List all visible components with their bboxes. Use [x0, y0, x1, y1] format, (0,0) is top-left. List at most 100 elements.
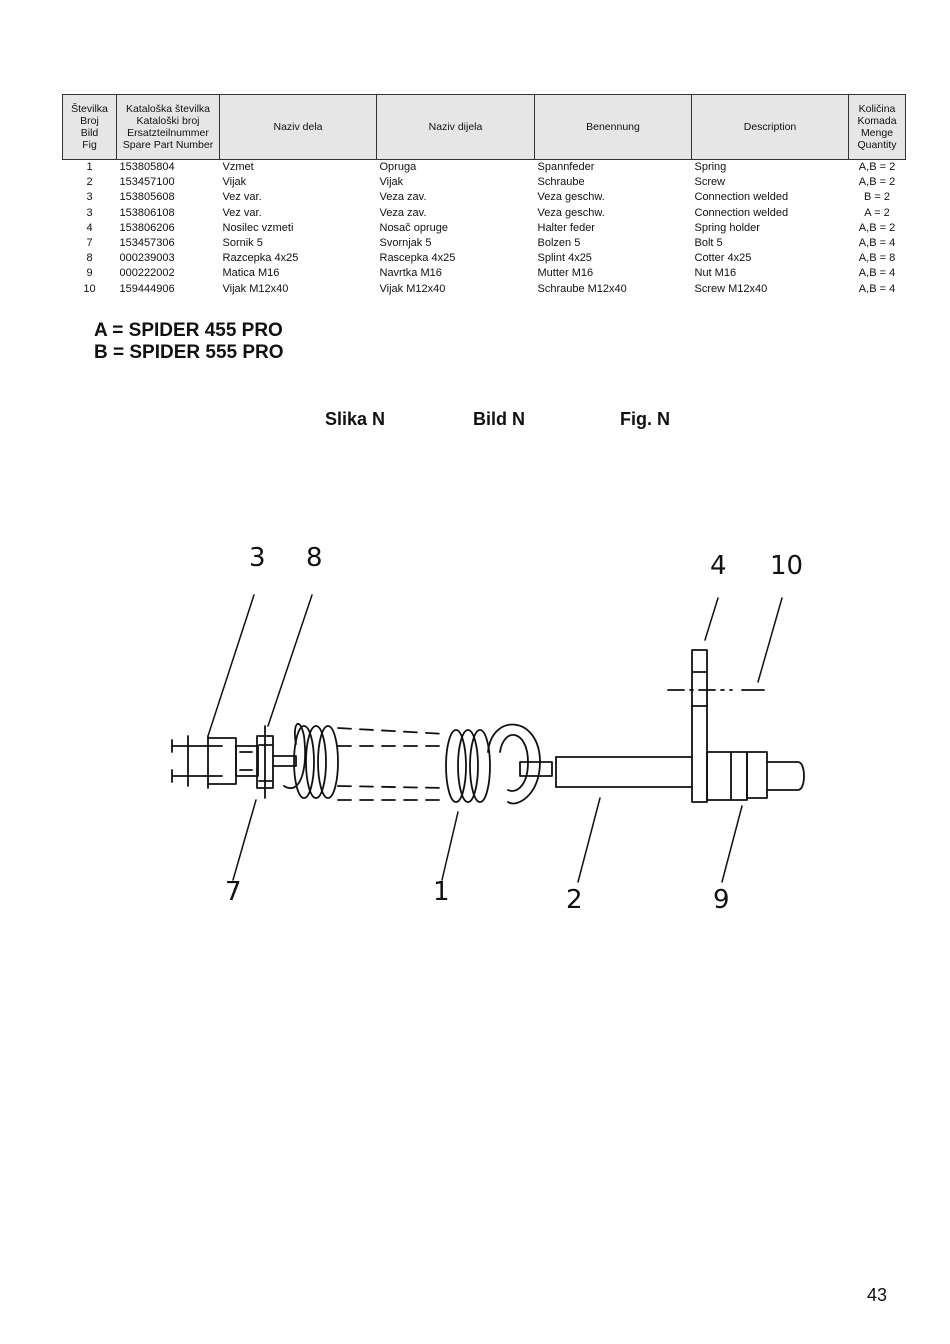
cell: Nut M16 — [694, 267, 737, 280]
callout-8: 8 — [306, 543, 323, 573]
cell: Vijak M12x40 — [222, 282, 289, 295]
cell: 153806206 — [119, 221, 175, 234]
cell: Connection welded — [694, 191, 789, 204]
cell: Schraube M12x40 — [537, 282, 627, 295]
spring-right-coils — [445, 723, 541, 805]
nut-and-screw-end — [706, 751, 805, 801]
cell: Veza zav. — [379, 206, 427, 219]
callout-2: 2 — [566, 885, 583, 915]
cell: Vijak — [222, 176, 247, 189]
cell: Veza geschw. — [537, 191, 605, 204]
cell: Matica M16 — [222, 267, 280, 280]
cell: Bolzen 5 — [537, 237, 581, 250]
table-row: 4 153806206 Nosilec vzmeti Nosač opruge … — [63, 221, 906, 236]
page-number: 43 — [867, 1285, 888, 1305]
callout-10: 10 — [770, 551, 803, 581]
cell: 3 — [86, 191, 93, 204]
cell: 153457306 — [119, 237, 175, 250]
cell: 7 — [86, 237, 93, 250]
cell: Splint 4x25 — [537, 252, 592, 265]
table-row: 1 153805804 Vzmet Opruga Spannfeder Spri… — [63, 160, 906, 176]
table-row: 9 000222002 Matica M16 Navrtka M16 Mutte… — [63, 266, 906, 281]
cell: Connection welded — [694, 206, 789, 219]
table-row: 2 153457100 Vijak Vijak Schraube Screw A… — [63, 175, 906, 190]
cell: Nosač opruge — [379, 221, 449, 234]
callout-1: 1 — [433, 877, 450, 907]
cell: Screw M12x40 — [694, 282, 768, 295]
cell: A,B = 2 — [858, 161, 896, 173]
model-legend: A = SPIDER 455 PRO B = SPIDER 555 PRO — [94, 320, 284, 364]
table-row: 8 000239003 Razcepka 4x25 Rascepka 4x25 … — [63, 251, 906, 266]
cell: 153457100 — [119, 176, 175, 189]
cell: Veza geschw. — [537, 206, 605, 219]
cell: Bolt 5 — [694, 237, 723, 250]
cell: Vijak M12x40 — [379, 282, 446, 295]
table-row: 10 159444906 Vijak M12x40 Vijak M12x40 S… — [63, 282, 906, 297]
cell: Halter feder — [537, 221, 595, 234]
clevis-bracket — [171, 735, 259, 789]
cell: Svornjak 5 — [379, 237, 432, 250]
cell: Veza zav. — [379, 191, 427, 204]
legend-line-a: A = SPIDER 455 PRO — [94, 320, 283, 341]
cell: 2 — [86, 176, 93, 189]
cell: 3 — [86, 206, 93, 219]
cell: Spring holder — [694, 221, 760, 234]
cell: Vez var. — [222, 191, 262, 204]
caption-fig: Fig. N — [620, 409, 670, 429]
header-cell: Description — [691, 94, 849, 160]
header-cell: Benennung — [534, 94, 692, 160]
cell: Opruga — [379, 161, 417, 173]
cell: A,B = 8 — [858, 252, 896, 265]
cell: Vzmet — [222, 161, 254, 173]
callout-9: 9 — [713, 885, 730, 915]
cell: Cotter 4x25 — [694, 252, 752, 265]
callout-3: 3 — [249, 543, 266, 573]
cell: Spring — [694, 161, 727, 173]
cell: 4 — [86, 221, 93, 234]
cell: Vez var. — [222, 206, 262, 219]
caption-slika: Slika N — [325, 409, 386, 429]
callout-7: 7 — [225, 877, 242, 907]
cell: 10 — [83, 282, 96, 295]
header-cell: Naziv dijela — [376, 94, 535, 160]
cell: B = 2 — [864, 191, 890, 204]
cell: A,B = 4 — [858, 267, 896, 280]
cell: 159444906 — [119, 282, 175, 295]
cell: 9 — [86, 267, 93, 280]
cell: 1 — [86, 161, 93, 173]
cell: Nosilec vzmeti — [222, 221, 294, 234]
callout-numbers: 3 8 4 10 7 1 2 9 — [225, 543, 803, 915]
table-row: 3 153805608 Vez var. Veza zav. Veza gesc… — [63, 190, 906, 205]
cell: Vijak — [379, 176, 404, 189]
spring-dashed-body — [337, 727, 447, 801]
cell: Screw — [694, 176, 726, 189]
cell: A = 2 — [864, 206, 890, 219]
cell: Navrtka M16 — [379, 267, 442, 280]
cell: A,B = 4 — [858, 282, 896, 295]
table-row: 3 153806108 Vez var. Veza zav. Veza gesc… — [63, 206, 906, 221]
bolt-and-cotter — [256, 725, 297, 799]
cell: 000222002 — [119, 267, 175, 280]
cell: 000239003 — [119, 252, 175, 265]
cell: 153805804 — [119, 161, 175, 173]
spring-holder — [519, 649, 765, 803]
spring-assembly-drawing: 3 8 4 10 7 1 2 9 — [171, 543, 805, 915]
cell: 153806108 — [119, 206, 175, 219]
cell: Rascepka 4x25 — [379, 252, 456, 265]
cell: A,B = 2 — [858, 176, 896, 189]
cell: Razcepka 4x25 — [222, 252, 299, 265]
header-cell: Naziv dela — [219, 94, 377, 160]
cell: Sornik 5 — [222, 237, 263, 250]
leader-lines — [207, 594, 783, 883]
legend-line-b: B = SPIDER 555 PRO — [94, 342, 284, 363]
callout-4: 4 — [710, 551, 727, 581]
cell: Mutter M16 — [537, 267, 594, 280]
caption-bild: Bild N — [473, 409, 525, 429]
cell: A,B = 4 — [858, 237, 896, 250]
cell: 8 — [86, 252, 93, 265]
